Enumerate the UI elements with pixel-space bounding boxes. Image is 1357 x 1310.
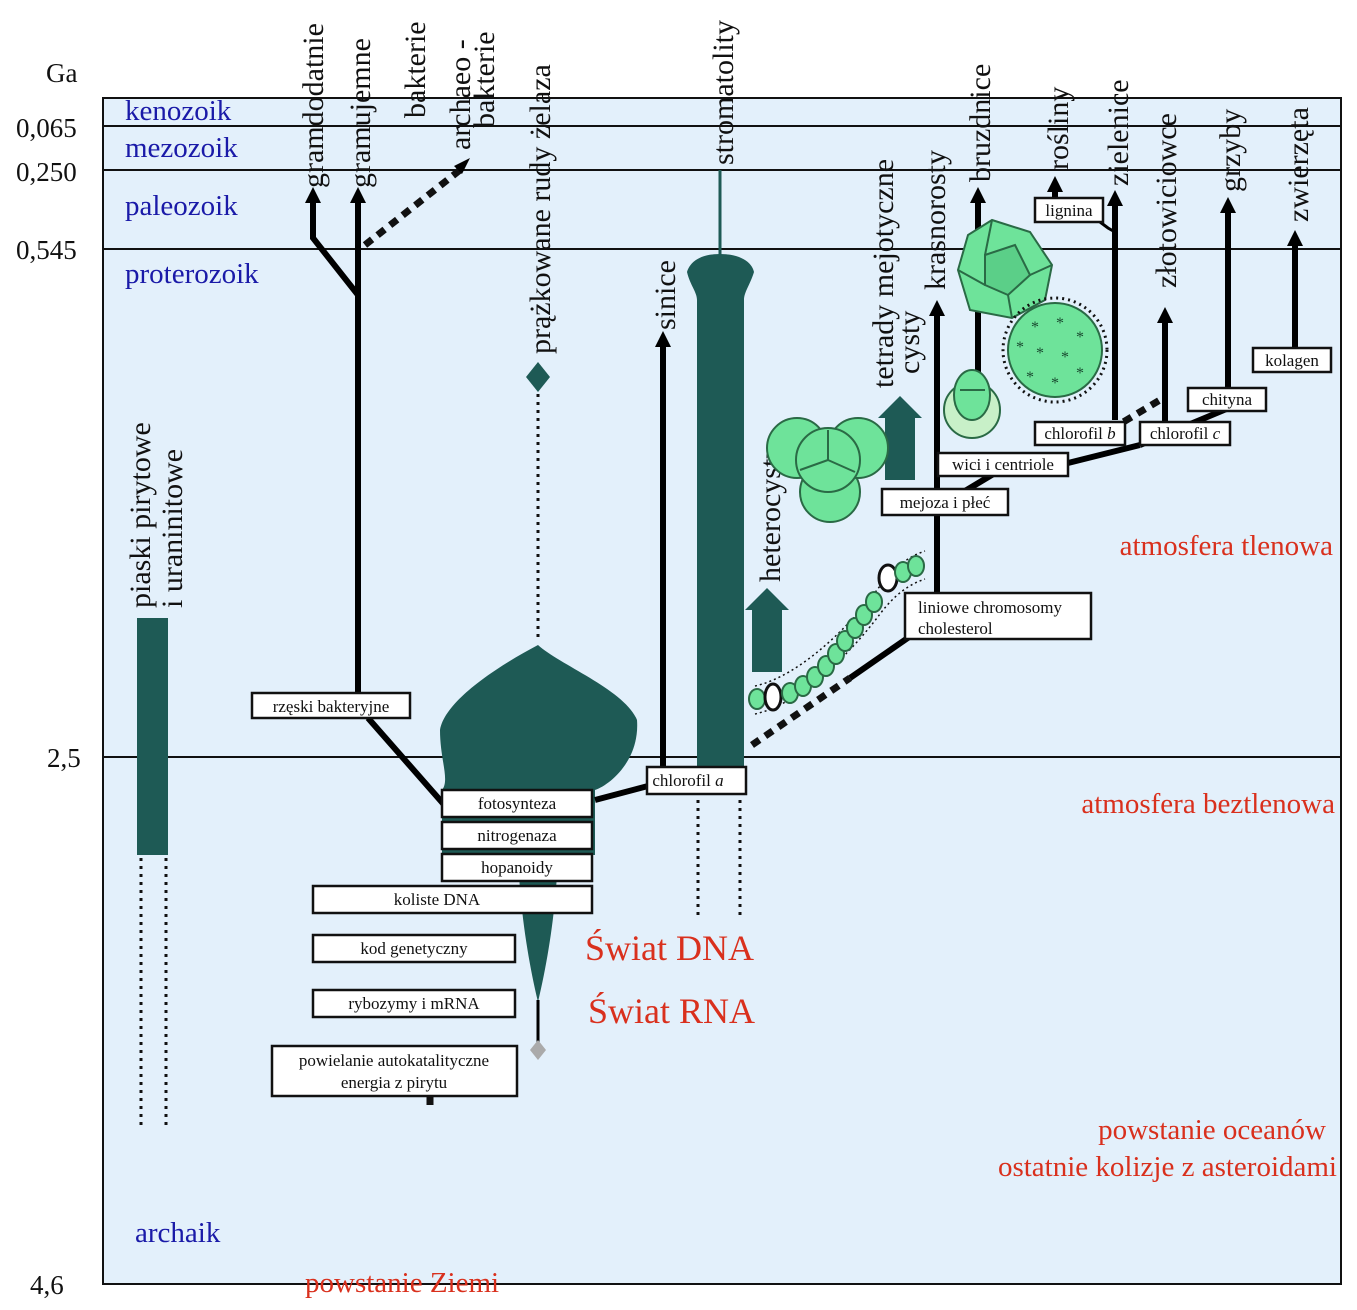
box-kod-text: kod genetyczny	[360, 939, 468, 958]
label-piaski-2: i uraninitowe	[156, 449, 189, 608]
box-fotosynteza: fotosynteza	[440, 788, 594, 819]
svg-text:*: *	[1076, 365, 1084, 382]
era-archaik: archaik	[135, 1217, 221, 1249]
era-mezozoik: mezozoik	[125, 132, 238, 164]
axis-unit-label: Ga	[46, 58, 77, 88]
box-wici: wici i centriole	[936, 451, 1070, 478]
box-chityna-text: chityna	[1202, 390, 1252, 409]
note-ostatnie-kolizje: ostatnie kolizje z asteroidami	[998, 1151, 1337, 1183]
label-tetrady: tetrady mejotyczne	[867, 159, 900, 388]
label-stromatolity: stromatolity	[707, 20, 740, 165]
box-liniowe: liniowe chromosomy cholesterol	[903, 591, 1093, 641]
box-lignina-text: lignina	[1045, 201, 1093, 220]
dinoflagellate-illustration	[956, 218, 1054, 320]
stromatolity-trunk	[687, 170, 754, 918]
box-chlorofil-b: chlorofil b	[1033, 420, 1127, 447]
heterocysty-arrow	[745, 588, 789, 672]
box-koliste: koliste DNA	[311, 884, 594, 915]
box-liniowe-text-2: cholesterol	[918, 619, 993, 638]
label-zielenice: zielenice	[1102, 79, 1135, 186]
tick-0545: 0,545	[16, 235, 77, 265]
tick-25: 2,5	[47, 743, 81, 773]
svg-text:*: *	[1061, 349, 1069, 366]
box-chlorofil-a: chlorofil a	[645, 765, 748, 796]
label-gramdodatnie: gramdodatnie	[297, 23, 330, 188]
tetrad-cells-illustration	[766, 417, 889, 523]
svg-text:*: *	[1031, 319, 1039, 336]
box-powielanie-text-2: energia z pirytu	[341, 1073, 448, 1092]
label-archaeo: archaeo -	[444, 39, 477, 150]
tick-0065: 0,065	[16, 113, 77, 143]
label-cysty: cysty	[893, 311, 926, 374]
cyanobacteria-filament	[748, 550, 926, 715]
spiky-cyst-illustration: *** *** ***	[1001, 296, 1109, 404]
box-nitrogenaza-text: nitrogenaza	[477, 826, 557, 845]
box-mejoza: mejoza i płeć	[880, 487, 1010, 517]
box-hopanoidy: hopanoidy	[440, 852, 594, 883]
box-chlorofil-b-text: chlorofil b	[1044, 424, 1115, 443]
box-rzeski-text: rzęski bakteryjne	[273, 697, 390, 716]
box-fotosynteza-text: fotosynteza	[478, 794, 557, 813]
label-sinice: sinice	[649, 260, 682, 330]
box-kolagen: kolagen	[1251, 346, 1333, 374]
label-grzyby: grzyby	[1214, 109, 1247, 192]
box-kod: kod genetyczny	[311, 933, 517, 964]
era-paleozoik: paleozoik	[125, 190, 238, 222]
pyrite-sands-bar	[137, 618, 168, 1128]
label-zlotowiciowce: złotowiciowce	[1150, 113, 1183, 288]
svg-text:*: *	[1051, 375, 1059, 392]
svg-text:*: *	[1056, 315, 1064, 332]
bacteria-branches	[305, 158, 470, 810]
label-piaski-1: piaski pirytowe	[124, 422, 157, 608]
note-atmosfera-tlenowa: atmosfera tlenowa	[1120, 530, 1334, 562]
label-bruzdnice: bruzdnice	[964, 64, 997, 182]
note-swiat-rna: Świat RNA	[588, 991, 755, 1031]
box-wici-text: wici i centriole	[952, 455, 1054, 474]
box-chlorofil-a-text: chlorofil a	[652, 771, 723, 790]
eukaryote-branches	[750, 176, 1303, 748]
box-rybozymy: rybozymy i mRNA	[311, 988, 517, 1019]
era-proterozoik: proterozoik	[125, 258, 259, 290]
label-zwierzeta: zwierzęta	[1282, 107, 1315, 222]
label-krasnorosty: krasnorosty	[919, 150, 952, 290]
label-rudy: prążkowane rudy żelaza	[524, 64, 557, 354]
tick-0250: 0,250	[16, 157, 77, 187]
note-swiat-dna: Świat DNA	[585, 928, 754, 968]
box-kolagen-text: kolagen	[1265, 351, 1319, 370]
box-chityna: chityna	[1186, 386, 1268, 413]
note-powstanie-ziemi: powstanie Ziemi	[305, 1267, 499, 1299]
box-hopanoidy-text: hopanoidy	[481, 858, 553, 877]
box-powielanie: powielanie autokatalityczne energia z pi…	[270, 1044, 519, 1098]
red-algae-illustration	[943, 369, 1001, 439]
box-rybozymy-text: rybozymy i mRNA	[348, 994, 480, 1013]
label-rosliny: rośliny	[1042, 87, 1075, 170]
tick-46: 4,6	[30, 1270, 64, 1300]
box-powielanie-text-1: powielanie autokatalityczne	[299, 1051, 489, 1070]
box-koliste-text: koliste DNA	[394, 890, 481, 909]
label-bakterie: bakterie	[399, 21, 432, 118]
box-rzeski: rzęski bakteryjne	[250, 691, 412, 720]
sinice-branch	[594, 331, 671, 803]
svg-text:*: *	[1026, 369, 1034, 386]
svg-text:*: *	[1016, 339, 1024, 356]
box-mejoza-text: mejoza i płeć	[900, 493, 991, 512]
note-atmosfera-beztlenowa: atmosfera beztlenowa	[1081, 788, 1335, 820]
box-chlorofil-c-text: chlorofil c	[1150, 424, 1221, 443]
svg-text:*: *	[1076, 329, 1084, 346]
box-lignina: lignina	[1033, 196, 1105, 224]
label-archaeo-bakterie: bakterie	[468, 31, 501, 128]
svg-text:*: *	[1036, 345, 1044, 362]
box-liniowe-text-1: liniowe chromosomy	[918, 598, 1063, 617]
note-powstanie-oceanow: powstanie oceanów	[1098, 1114, 1326, 1146]
era-kenozoik: kenozoik	[125, 95, 232, 127]
box-chlorofil-c: chlorofil c	[1138, 420, 1232, 447]
box-nitrogenaza: nitrogenaza	[440, 820, 594, 851]
label-gramujemne: gramujemne	[344, 38, 377, 188]
